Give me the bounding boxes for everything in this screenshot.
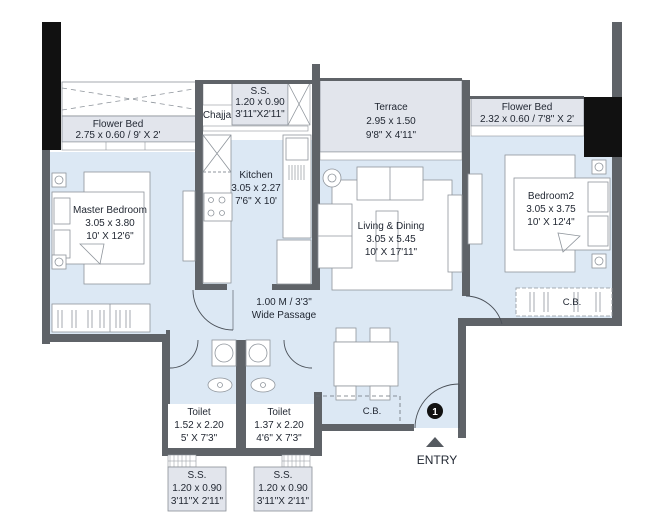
ss-bottom-right-name: S.S. (274, 470, 293, 481)
ss-top-metric: 1.20 x 0.90 (235, 97, 285, 108)
living-dining: C.B. Living & Dining 3.05 x 5.45 10' X 1… (316, 166, 483, 424)
cb-entry-label: C.B. (363, 406, 381, 417)
flower-bed-right-name: Flower Bed (502, 102, 553, 113)
ss-bottom-left-name: S.S. (188, 470, 207, 481)
master-bedroom-metric: 3.05 x 3.80 (85, 218, 135, 229)
passage-label: Wide Passage (252, 310, 317, 321)
entry-label: ENTRY (417, 453, 457, 467)
passage: 1.00 M / 3'3" Wide Passage (252, 297, 317, 321)
walls (42, 22, 622, 456)
kitchen-name: Kitchen (239, 170, 272, 181)
terrace-imperial: 9'8" X 4'11" (366, 130, 417, 141)
master-bedroom: Master Bedroom 3.05 x 3.80 10' X 12'6" (51, 171, 196, 333)
master-bedroom-imperial: 10' X 12'6" (86, 231, 134, 242)
bedroom2-name: Bedroom2 (528, 191, 575, 202)
kitchen-imperial: 7'6" X 10' (235, 196, 277, 207)
living-dining-imperial: 10' X 17'11" (365, 247, 418, 258)
chajja-ss-top: Chajja S.S. 1.20 x 0.90 3'11"X2'11" (202, 82, 311, 132)
kitchen: Kitchen 3.05 x 2.27 7'6" X 10' (202, 134, 312, 285)
flower-bed-left-dims: 2.75 x 0.60 / 9' X 2' (76, 130, 161, 141)
toilet1-metric: 1.52 x 2.20 (174, 420, 224, 431)
entry-marker-icon (427, 403, 443, 419)
ss-bottom: S.S. 1.20 x 0.90 3'11"X 2'11" S.S. 1.20 … (167, 454, 313, 512)
toilet1-name: Toilet (187, 407, 211, 418)
bedroom2: C.B. Bedroom2 3.05 x 3.75 10' X 12'4" (504, 154, 613, 317)
bedroom2-imperial: 10' X 12'4" (527, 217, 575, 228)
flower-bed-right-dims: 2.32 x 0.60 / 7'8" X 2' (480, 114, 574, 125)
terrace-metric: 2.95 x 1.50 (366, 116, 416, 127)
chajja-label: Chajja (203, 110, 232, 121)
kitchen-metric: 3.05 x 2.27 (231, 183, 281, 194)
doors (169, 289, 503, 429)
planter-right: Flower Bed 2.32 x 0.60 / 7'8" X 2' (470, 97, 585, 137)
toilet2-name: Toilet (267, 407, 291, 418)
living-dining-name: Living & Dining (358, 221, 425, 232)
cb-right-label: C.B. (563, 297, 581, 308)
toilet2-metric: 1.37 x 2.20 (254, 420, 304, 431)
planter-left: Flower Bed 2.75 x 0.60 / 9' X 2' (61, 81, 201, 151)
entry-arrow-icon (426, 437, 444, 447)
toilet2-imperial: 4'6" X 7'3" (256, 433, 302, 444)
ss-bottom-left-metric: 1.20 x 0.90 (172, 483, 222, 494)
ss-bottom-left-imperial: 3'11"X 2'11" (171, 496, 224, 507)
toilets: Toilet 1.52 x 2.20 5' X 7'3" Toilet 1.37… (168, 339, 314, 448)
master-bedroom-name: Master Bedroom (73, 205, 147, 216)
ss-top-name: S.S. (251, 86, 270, 97)
ss-bottom-right-metric: 1.20 x 0.90 (258, 483, 308, 494)
entry: 1 ENTRY (417, 403, 457, 467)
terrace: Terrace 2.95 x 1.50 9'8" X 4'11" (319, 79, 463, 161)
flower-bed-left-name: Flower Bed (93, 119, 144, 130)
passage-width: 1.00 M / 3'3" (256, 297, 312, 308)
ss-top-imperial: 3'11"X2'11" (235, 109, 285, 120)
living-dining-metric: 3.05 x 5.45 (366, 234, 416, 245)
toilet1-imperial: 5' X 7'3" (181, 433, 218, 444)
ss-bottom-right-imperial: 3'11"X 2'11" (257, 496, 310, 507)
entry-marker-number: 1 (432, 407, 438, 418)
terrace-name: Terrace (374, 102, 408, 113)
bedroom2-metric: 3.05 x 3.75 (526, 204, 576, 215)
